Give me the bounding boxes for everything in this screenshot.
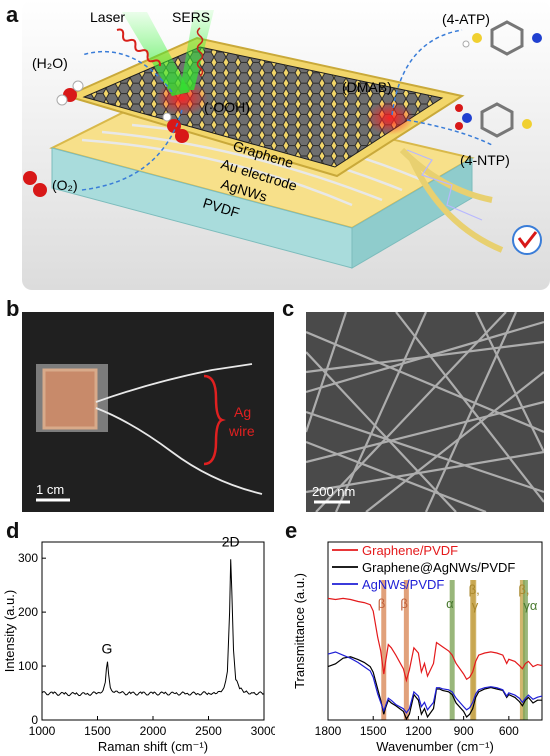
ftir-band-label: γα <box>523 598 538 613</box>
ftir-band-label: α <box>446 596 454 611</box>
raman-y-tick-label: 200 <box>18 605 38 619</box>
raman-x-tick-label: 2500 <box>195 724 222 738</box>
raman-peak-label: 2D <box>222 533 240 549</box>
ag-wire-label-1: Ag <box>234 404 251 420</box>
label-4atp: (4-ATP) <box>442 11 490 27</box>
atp-molecule <box>462 20 542 56</box>
scale-label-c: 200 nm <box>312 484 355 499</box>
label-laser: Laser <box>90 9 125 25</box>
wire-2 <box>409 158 504 253</box>
ntp-molecule <box>455 102 532 138</box>
label-h2o: (H₂O) <box>32 55 68 71</box>
ag-wire-bottom <box>95 407 263 495</box>
o2-molecule <box>23 171 47 197</box>
check-icon <box>517 231 538 249</box>
ftir-legend: Graphene/PVDF Graphene@AgNWs/PVDF AgNWs/PV… <box>332 543 515 592</box>
ftir-series-blue <box>327 651 543 714</box>
ftir-x-tick-label: 1500 <box>360 724 387 738</box>
ftir-legend-label: AgNWs/PVDF <box>362 577 444 592</box>
raman-x-tick-label: 2000 <box>140 724 167 738</box>
ftir-series-red <box>327 597 543 683</box>
panel-c-sem: 200 nm <box>306 312 544 512</box>
raman-x-tick-label: 3000 <box>251 724 275 738</box>
ftir-x-axis-label: Wavenumber (cm⁻¹) <box>376 739 494 754</box>
panel-e-letter: e <box>285 518 298 543</box>
label-ooh: (·OOH) <box>204 99 250 115</box>
panel-b-photo: Ag wire 1 cm <box>22 312 274 512</box>
raman-y-tick-label: 300 <box>18 551 38 565</box>
reaction-arrows <box>81 29 493 191</box>
ag-wire-top <box>95 363 253 403</box>
voltmeter-icon <box>512 225 542 255</box>
panel-a-schematic: Laser SERS (H₂O) (·OOH) (O₂) (DMAB) (4-A… <box>22 0 550 290</box>
ftir-band-label: β <box>378 596 385 611</box>
ftir-x-tick-label: 600 <box>499 724 519 738</box>
ftir-band <box>381 580 387 720</box>
sem-nanowires <box>306 312 544 512</box>
laser-beam <box>122 12 190 96</box>
hotspot-right <box>366 101 414 135</box>
ftir-band <box>403 580 409 720</box>
panel-d-letter: d <box>6 518 20 543</box>
raman-spectrum-line <box>41 559 265 697</box>
device-electrode <box>42 368 98 430</box>
panel-b-letter: b <box>6 296 20 321</box>
ftir-band <box>519 580 525 720</box>
raman-ticks: 1000 1500 2000 2500 3000 0 100 200 300 <box>18 551 275 738</box>
ftir-x-tick-label: 1200 <box>405 724 432 738</box>
ftir-ticks: 1800 1500 1200 900 600 <box>315 716 519 738</box>
panel-a-letter: a <box>6 2 19 27</box>
pvdf-side-face <box>351 157 473 269</box>
raman-x-tick-label: 1000 <box>29 724 56 738</box>
raman-x-tick-label: 1500 <box>84 724 111 738</box>
label-4ntp: (4-NTP) <box>460 152 510 168</box>
ftir-band <box>449 580 455 720</box>
ftir-band-label: γ <box>472 598 479 613</box>
ftir-band <box>522 580 528 720</box>
water-molecule <box>56 80 84 106</box>
raman-x-axis-label: Raman shift (cm⁻¹) <box>98 739 208 754</box>
raman-y-axis-label: Intensity (a.u.) <box>2 590 17 672</box>
ftir-plot-frame <box>327 541 543 721</box>
ftir-band-label: β, <box>469 582 480 597</box>
raman-y-tick-label: 100 <box>18 659 38 673</box>
ftir-band-label: β <box>400 596 407 611</box>
laser-wave <box>116 28 161 67</box>
panel-c-letter: c <box>282 296 295 321</box>
ftir-y-axis-label: Transmittance (a.u.) <box>292 573 307 689</box>
raman-chart: 1000 1500 2000 2500 3000 0 100 200 300 G 2D Raman… <box>2 533 275 754</box>
label-dmab: (DMAB) <box>342 79 392 95</box>
label-sers: SERS <box>172 9 210 25</box>
ftir-band-label: β, <box>518 582 529 597</box>
scale-label-b: 1 cm <box>36 482 64 497</box>
sers-beam <box>180 10 214 90</box>
ftir-legend-label: Graphene@AgNWs/PVDF <box>362 560 515 575</box>
label-o2: (O₂) <box>52 177 78 193</box>
ooh-molecule <box>162 112 189 143</box>
ftir-legend-label: Graphene/PVDF <box>362 543 458 558</box>
ftir-band <box>471 580 477 720</box>
ag-wire-label-2: wire <box>228 423 255 439</box>
ftir-x-tick-label: 900 <box>454 724 474 738</box>
ftir-x-tick-label: 1800 <box>315 724 342 738</box>
raman-peak-label: G <box>101 640 112 656</box>
raman-y-tick-label: 0 <box>31 713 38 727</box>
ag-wire-brace <box>203 374 226 466</box>
ftir-series-black <box>327 656 542 721</box>
spark-1 <box>406 149 483 221</box>
sers-wave <box>196 27 204 77</box>
